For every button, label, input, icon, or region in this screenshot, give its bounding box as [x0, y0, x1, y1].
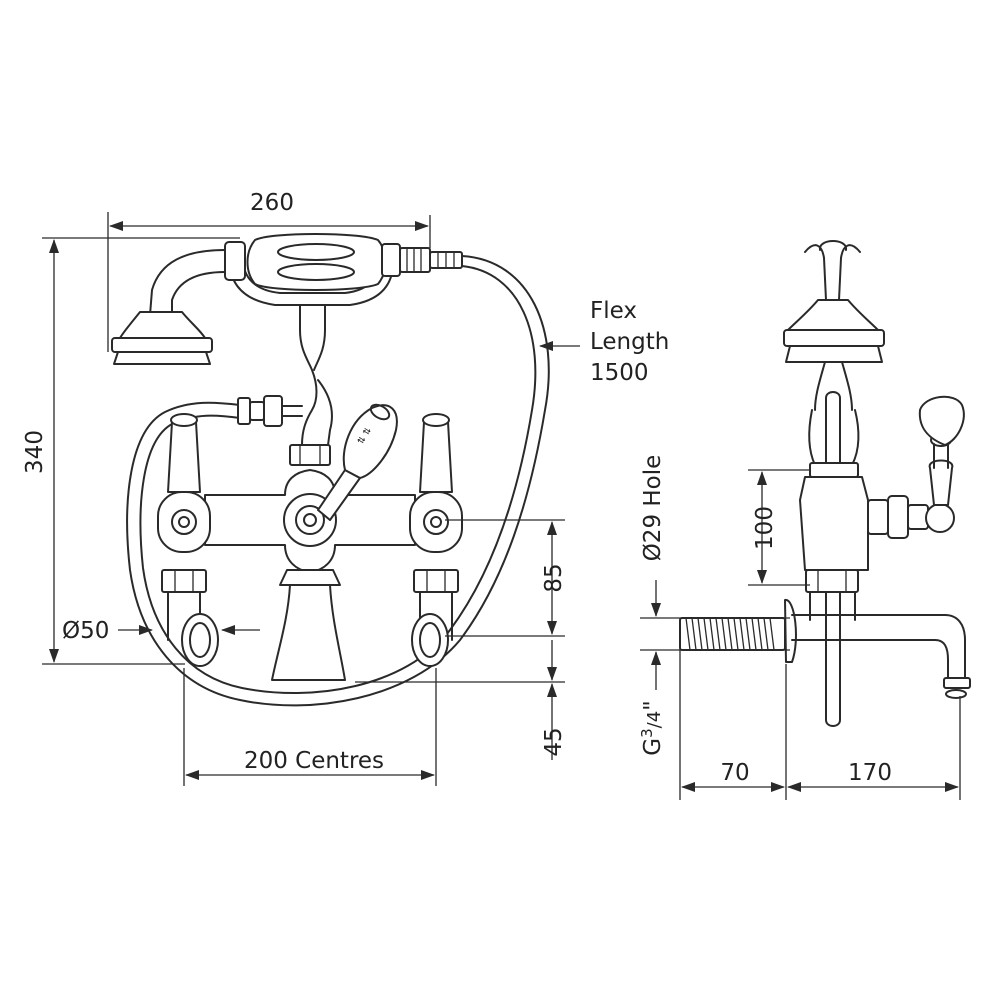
side-lever	[867, 395, 965, 539]
dimension-70-label: 70	[720, 760, 749, 786]
dimension-diameter-50-label: Ø50	[62, 618, 109, 644]
dimension-260-label: 260	[250, 190, 294, 216]
side-cradle-hook	[783, 240, 885, 363]
dimension-200-centres	[183, 668, 437, 786]
dimension-45-label: 45	[541, 727, 567, 756]
flex-length-label-3: 1500	[590, 360, 649, 386]
dimension-hole-29-label: Ø29 Hole	[640, 455, 666, 562]
dimension-hole-29	[640, 580, 790, 690]
diverter-lever: ⇅ ⇅	[317, 403, 398, 521]
dimension-340	[42, 237, 240, 665]
side-view: Ø29 Hole G3/4" 100 70 170	[638, 240, 971, 800]
thread-size-label: G3/4"	[638, 700, 666, 756]
dimension-100	[748, 469, 810, 586]
dimension-70	[679, 650, 787, 800]
side-body	[799, 462, 869, 621]
dimension-260	[107, 212, 431, 352]
dimension-200-centres-label: 200 Centres	[244, 748, 384, 774]
side-spout-and-tail	[650, 599, 971, 699]
flex-length-label-2: Length	[590, 329, 669, 355]
front-view: ⇅ ⇅	[22, 190, 669, 786]
dimension-85-label: 85	[541, 563, 567, 592]
dimension-170	[787, 696, 961, 800]
thread-lines	[685, 617, 775, 651]
flex-length-label-1: Flex	[590, 298, 637, 324]
dimension-85	[445, 519, 565, 637]
flexible-hose	[126, 255, 550, 707]
mixer-body	[204, 444, 416, 573]
dimension-100-label: 100	[752, 506, 778, 550]
bath-spout	[271, 569, 346, 681]
dimension-170-label: 170	[848, 760, 892, 786]
hose-connector	[237, 395, 303, 427]
dimension-340-label: 340	[22, 430, 48, 474]
shower-handset	[111, 233, 463, 365]
left-valve	[157, 413, 219, 667]
dimension-45	[355, 640, 565, 760]
right-valve	[409, 413, 463, 667]
